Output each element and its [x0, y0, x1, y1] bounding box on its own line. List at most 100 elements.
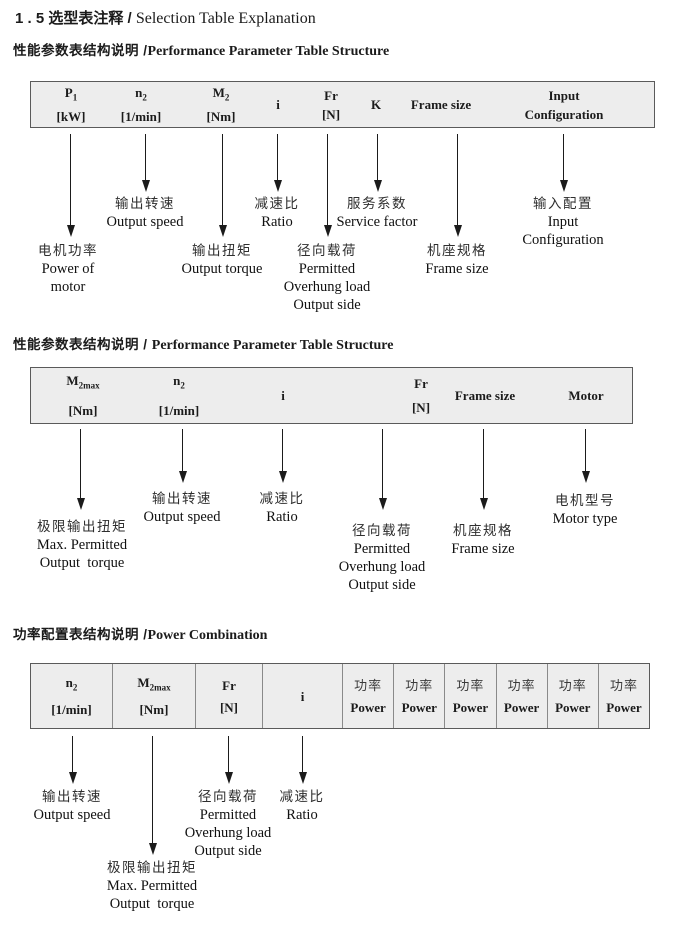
t1-frame-size-label: Frame size [410, 97, 472, 112]
callout-line: 减速比 [279, 789, 325, 804]
callout-line: motor [50, 279, 86, 295]
t1-header-cell-n2: n2 [1/min] [121, 82, 161, 127]
down-arrow-s1-n2 [145, 134, 146, 180]
t3-i-symbol: i [300, 688, 305, 704]
section3-heading-en: Power Combination [147, 628, 268, 643]
section2-heading-en: Performance Parameter Table Structure [151, 338, 394, 353]
callout-line: Permitted [353, 541, 411, 557]
callout-line: Permitted [199, 807, 257, 823]
down-arrow-s1-frame-size [457, 134, 458, 225]
callout-s1-input-configuration: 输入配置 Input Configuration [522, 195, 603, 249]
down-arrow-s2-frame-size [483, 429, 484, 498]
power-label-en: Power [503, 699, 540, 715]
callout-line: 输出转速 [41, 789, 102, 804]
t2-i-symbol: i [281, 388, 285, 403]
callout-line: Output speed [143, 509, 221, 525]
down-arrow-s1-m2 [222, 134, 223, 225]
t1-p1-unit: [kW] [56, 109, 86, 125]
t1-header-cell-fr: Fr [N] [322, 82, 340, 127]
callout-s2-frame-size: 机座规格 Frame size [451, 522, 514, 558]
page-title-zh: 1 . 5 选型表注释 / [15, 10, 136, 27]
t1-header-cell-input-configuration: Input Configuration [525, 82, 604, 127]
t2-m2max-symbol: M2max [66, 373, 100, 391]
t2-frame-size-label: Frame size [454, 388, 516, 403]
t3-header-cell-power-4: 功率 Power [497, 664, 548, 728]
callout-line: Overhung load [283, 279, 371, 295]
t2-header-cell-fr: Fr [N] [412, 368, 430, 423]
t2-header-cell-frame-size: Frame size [455, 368, 515, 423]
callout-line: Output speed [33, 807, 111, 823]
callout-line: Output side [348, 577, 416, 593]
callout-s2-motor-type: 电机型号 Motor type [553, 492, 618, 528]
callout-line: Output side [293, 297, 361, 313]
t3-header-cell-power-1: 功率 Power [343, 664, 395, 728]
callout-line: Max. Permitted [106, 878, 198, 894]
callout-s1-ratio: 减速比 Ratio [255, 195, 300, 231]
t1-m2-symbol: M2 [212, 84, 230, 103]
callout-s2-output-speed: 输出转速 Output speed [144, 490, 221, 526]
down-arrow-s3-i [302, 736, 303, 772]
t1-configuration-label: Configuration [524, 106, 604, 122]
section1-heading: 性能参数表结构说明 /Performance Parameter Table S… [13, 39, 389, 60]
t1-p1-symbol: P1 [64, 84, 78, 103]
t3-header-cell-m2max: M2max [Nm] [113, 664, 196, 728]
callout-line: Power of [41, 261, 95, 277]
t1-input-label: Input [548, 87, 580, 103]
section2-heading: 性能参数表结构说明 / Performance Parameter Table … [13, 333, 393, 354]
t2-fr-symbol: Fr [414, 376, 428, 391]
callout-line: 极限输出扭矩 [107, 860, 197, 875]
callout-s1-power-of-motor: 电机功率 Power of motor [38, 242, 98, 296]
callout-s2-max-output-torque: 极限输出扭矩 Max. Permitted Output torque [37, 518, 127, 572]
callout-line: 电机型号 [555, 493, 615, 508]
t1-m2-unit: [Nm] [206, 109, 236, 125]
performance-table-2: M2max [Nm] n2 [1/min] i Fr [N] Frame siz… [30, 367, 633, 424]
t2-n2-unit: [1/min] [158, 402, 200, 418]
t3-m2max-unit: [Nm] [139, 702, 169, 718]
t3-fr-symbol: Fr [222, 677, 236, 693]
t1-i-symbol: i [276, 97, 280, 112]
t3-fr-unit: [N] [219, 699, 239, 715]
callout-line: 径向载荷 [296, 243, 357, 258]
callout-s2-ratio: 减速比 Ratio [260, 490, 305, 526]
callout-line: Ratio [286, 807, 318, 823]
down-arrow-s1-i [277, 134, 278, 180]
power-label-zh: 功率 [405, 677, 434, 693]
t1-n2-symbol: n2 [135, 84, 147, 103]
callout-s3-overhung-load: 径向载荷 Permitted Overhung load Output side [185, 788, 272, 860]
callout-line: 输入配置 [532, 196, 593, 211]
t3-header-cell-power-5: 功率 Power [548, 664, 599, 728]
t1-fr-unit: [N] [321, 106, 341, 122]
t2-m2max-unit: [Nm] [68, 402, 98, 418]
down-arrow-s1-fr [327, 134, 328, 225]
callout-line: 服务系数 [346, 196, 407, 211]
down-arrow-s3-n2 [72, 736, 73, 772]
callout-line: 极限输出扭矩 [37, 519, 127, 534]
callout-line: 径向载荷 [197, 789, 258, 804]
down-arrow-s2-motor [585, 429, 586, 471]
down-arrow-s1-p1 [70, 134, 71, 225]
callout-line: 输出转速 [114, 196, 175, 211]
section2-heading-zh: 性能参数表结构说明 / [13, 337, 152, 352]
t2-header-cell-m2max: M2max [Nm] [66, 368, 99, 423]
power-label-zh: 功率 [354, 677, 383, 693]
performance-table-1: P1 [kW] n2 [1/min] M2 [Nm] i Fr [N] K Fr… [30, 81, 655, 128]
power-label-zh: 功率 [558, 677, 587, 693]
callout-line: Overhung load [338, 559, 426, 575]
callout-line: Output speed [106, 214, 184, 230]
t2-motor-label: Motor [568, 388, 604, 403]
page-title-en: Selection Table Explanation [135, 10, 316, 27]
callout-s1-output-torque: 输出扭矩 Output torque [182, 242, 263, 278]
callout-line: Output torque [109, 896, 195, 912]
callout-line: 机座规格 [427, 243, 487, 258]
callout-s1-output-speed: 输出转速 Output speed [107, 195, 184, 231]
callout-s2-overhung-load: 径向载荷 Permitted Overhung load Output side [339, 522, 426, 594]
down-arrow-s2-m2max [80, 429, 81, 498]
t3-n2-unit: [1/min] [51, 702, 92, 718]
callout-line: Ratio [266, 509, 298, 525]
t1-header-cell-m2: M2 [Nm] [207, 82, 236, 127]
callout-s1-frame-size: 机座规格 Frame size [425, 242, 488, 278]
t1-header-cell-i: i [276, 82, 280, 127]
power-label-en: Power [606, 699, 642, 715]
callout-line: 电机功率 [38, 243, 98, 258]
